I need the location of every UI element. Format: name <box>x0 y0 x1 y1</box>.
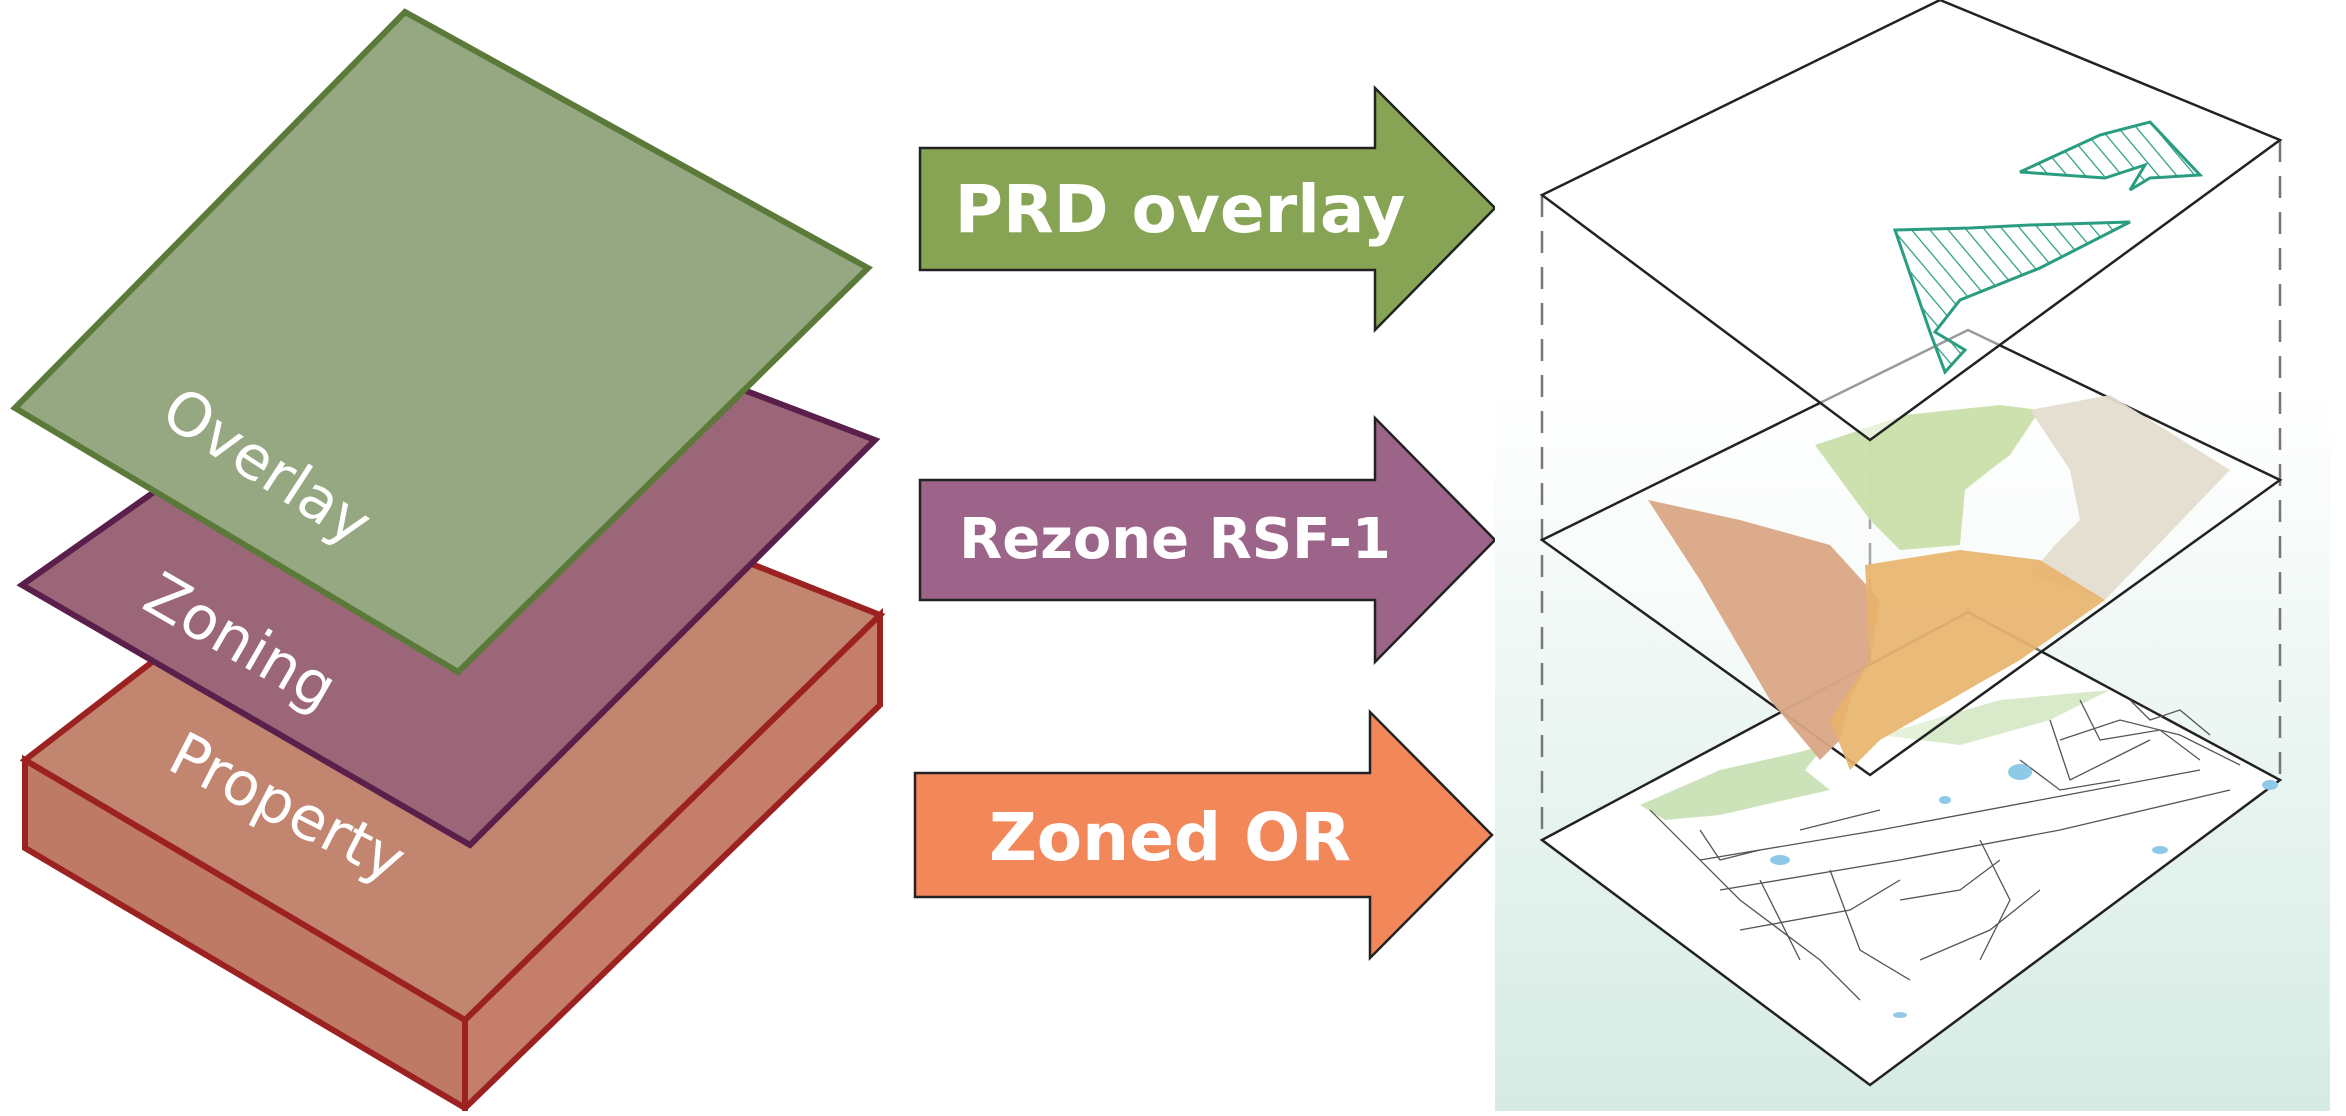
zoning-map-plane <box>1539 328 2283 777</box>
water-spots <box>1770 764 2278 1018</box>
arrow-label-zoned-or: Zoned OR <box>989 799 1351 876</box>
overlay-hatch-shape-1 <box>2019 120 2204 192</box>
green-band <box>1880 690 2110 745</box>
overlay-hatch-shape-2 <box>1892 220 2131 375</box>
zone-beige <box>2030 395 2230 600</box>
arrow-shape <box>918 84 1497 334</box>
overlay-map-plane <box>1539 0 2283 442</box>
zone-brown <box>1648 500 1880 760</box>
arrow-label-rezone-rsf-1: Rezone RSF-1 <box>959 507 1391 572</box>
parcel-lines <box>1649 699 2241 1001</box>
map-stack <box>1495 0 2330 1111</box>
overlay-plane <box>10 8 873 676</box>
arrow-shape <box>918 414 1497 666</box>
arrow-prd-overlay: PRD overlay <box>918 84 1497 334</box>
arrow-label-prd-overlay: PRD overlay <box>955 171 1406 248</box>
arrow-zoned-or: Zoned OR <box>913 708 1494 962</box>
arrow-rezone-rsf-1: Rezone RSF-1 <box>918 414 1497 666</box>
green-area <box>1640 745 1830 820</box>
arrow-shape <box>913 708 1494 962</box>
zone-orange <box>1830 550 2105 770</box>
zone-green <box>1815 405 2040 550</box>
base-map-plane <box>1539 610 2283 1087</box>
left-layer-stack: Property Zoning Overlay <box>10 8 886 1116</box>
